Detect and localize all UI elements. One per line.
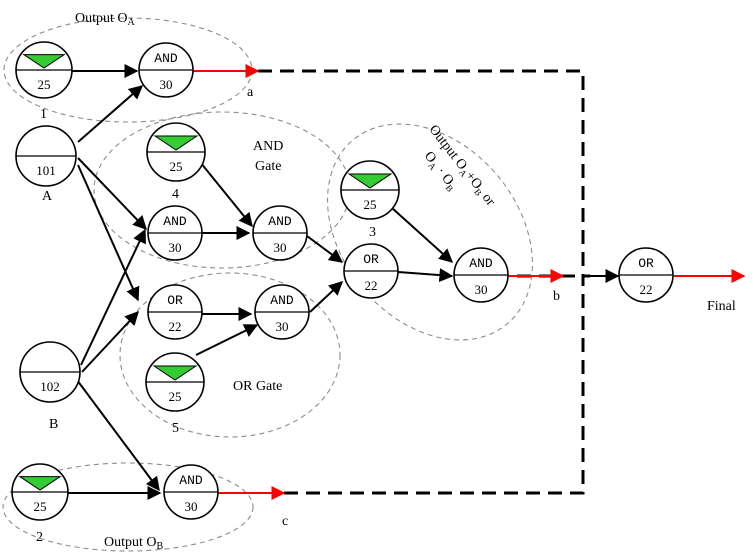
node-bottom-label: 25 <box>169 389 182 404</box>
node-bottom-label: 30 <box>475 282 488 297</box>
node-top-label: AND <box>154 51 178 66</box>
point-label-b: b <box>553 289 560 304</box>
node-bottom-label: 22 <box>640 282 653 297</box>
edge-inA-andA <box>77 85 144 143</box>
edge-inB-or1 <box>81 310 139 373</box>
node-letter-B: B <box>49 417 58 432</box>
node-bottom-label: 101 <box>36 163 56 178</box>
token-triangle-icon <box>22 54 66 69</box>
node-n4: 25 <box>146 122 206 182</box>
node-top-label: AND <box>268 214 292 229</box>
dashed-link-c <box>284 275 585 495</box>
node-top-label: OR <box>167 293 183 308</box>
edge-n3-andC <box>391 207 454 263</box>
edge-inB-and1 <box>80 228 146 366</box>
node-n1: 25 <box>15 41 73 99</box>
node-number-4: 4 <box>172 187 179 202</box>
node-bottom-label: 22 <box>169 319 182 334</box>
dashed-link-a <box>258 69 585 275</box>
node-top-label: AND <box>469 256 493 271</box>
node-inA: 101 <box>15 125 77 187</box>
edge-n5-and3 <box>195 324 259 356</box>
node-bottom-label: 102 <box>40 379 60 394</box>
token-triangle-icon <box>347 173 393 189</box>
node-andA: AND 30 <box>138 42 194 98</box>
node-bottom-label: 25 <box>170 159 183 174</box>
node-bottom-label: 25 <box>38 77 51 92</box>
node-number-3: 3 <box>369 225 376 240</box>
or-gate-group-outline <box>119 272 341 438</box>
node-orMid: OR 22 <box>343 243 399 299</box>
node-top-label: AND <box>179 473 203 488</box>
node-top-label: AND <box>163 214 187 229</box>
node-and3: AND 30 <box>254 284 310 340</box>
token-triangle-icon <box>152 365 198 381</box>
edge-inB-andB <box>76 379 160 492</box>
edge-and2-orMid <box>306 235 344 263</box>
node-bottom-label: 22 <box>365 278 378 293</box>
node-top-label: AND <box>270 293 294 308</box>
node-inB: 102 <box>19 341 81 403</box>
edge-inA-or1 <box>77 164 140 302</box>
combined-output-label: Output OA+OB or OA · OB <box>421 122 498 209</box>
node-n5: 25 <box>145 352 205 412</box>
point-label-a: a <box>247 85 254 100</box>
node-number-5: 5 <box>172 421 179 436</box>
node-and1: AND 30 <box>147 205 203 261</box>
final-label: Final <box>707 299 736 314</box>
edge-and3-orMid <box>309 281 344 313</box>
node-and2: AND 30 <box>252 205 308 261</box>
node-top-label: OR <box>638 256 654 271</box>
node-bottom-label: 30 <box>169 240 182 255</box>
edge-orMid-andC <box>397 268 454 283</box>
or-gate-label: OR Gate <box>233 379 282 394</box>
edge-inA-and1 <box>77 157 147 231</box>
node-andC: AND 30 <box>453 247 509 303</box>
node-n2: 25 <box>11 463 69 521</box>
output-a-label: Output OA <box>75 11 136 28</box>
node-bottom-label: 30 <box>185 499 198 514</box>
token-triangle-icon <box>153 135 199 151</box>
node-bottom-label: 30 <box>274 240 287 255</box>
node-or1: OR 22 <box>147 284 203 340</box>
and-gate-label-line1: AND <box>253 139 283 154</box>
node-bottom-label: 25 <box>34 499 47 514</box>
node-bottom-label: 30 <box>160 77 173 92</box>
output-b-label: Output OB <box>104 535 164 552</box>
node-number-2: 2 <box>36 530 43 545</box>
node-n3: 25 <box>340 160 400 220</box>
token-triangle-icon <box>18 476 62 491</box>
node-number-1: 1 <box>40 107 47 122</box>
edge-n4-and2 <box>195 156 253 228</box>
and-gate-label-line2: Gate <box>255 159 281 174</box>
node-top-label: OR <box>363 252 379 267</box>
node-bottom-label: 30 <box>276 319 289 334</box>
node-andB: AND 30 <box>163 464 219 520</box>
node-orFinal: OR 22 <box>618 247 674 303</box>
node-bottom-label: 25 <box>364 197 377 212</box>
node-letter-A: A <box>42 189 53 204</box>
point-label-c: c <box>282 514 288 529</box>
output-b-group-outline <box>2 462 254 552</box>
